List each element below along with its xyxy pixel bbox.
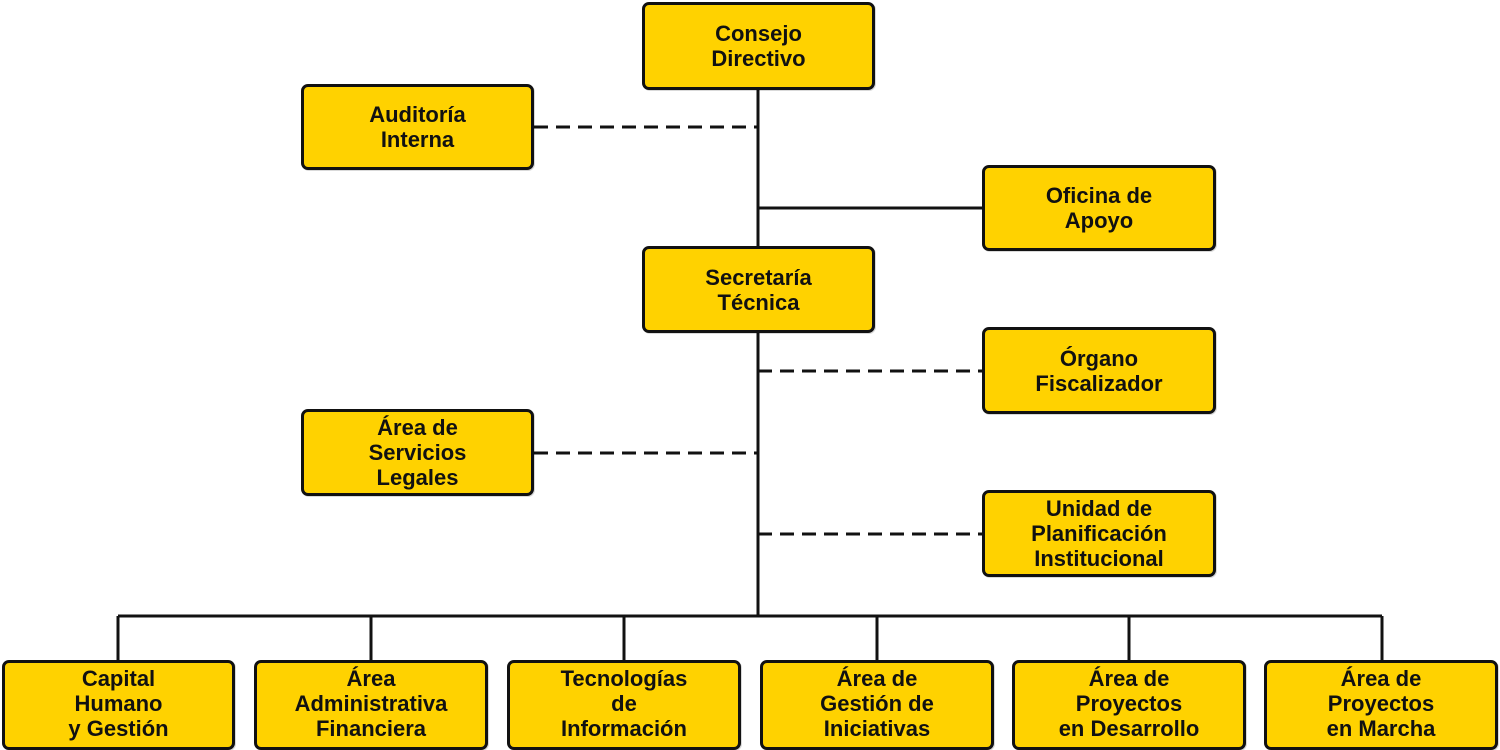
box-proyectos-desarrollo: Área de Proyectos en Desarrollo [1012, 660, 1246, 750]
box-label: Oficina de Apoyo [1045, 183, 1153, 233]
box-label: Consejo Directivo [711, 21, 806, 71]
box-label: Área de Proyectos en Marcha [1326, 666, 1436, 741]
box-label: Unidad de Planificación Institucional [1031, 496, 1167, 571]
box-capital-humano: Capital Humano y Gestión [2, 660, 235, 750]
box-label: Área de Proyectos en Desarrollo [1058, 666, 1200, 741]
box-consejo-directivo: Consejo Directivo [642, 2, 875, 90]
box-label: Secretaría Técnica [705, 264, 812, 315]
box-label: Auditoría Interna [369, 102, 466, 152]
box-area-administrativa: Área Administrativa Financiera [254, 660, 488, 750]
box-auditoria-interna: Auditoría Interna [301, 84, 534, 170]
box-area-servicios-legales: Área de Servicios Legales [301, 409, 534, 496]
box-label: Tecnologías de Información [560, 666, 688, 741]
box-gestion-iniciativas: Área de Gestión de Iniciativas [760, 660, 994, 750]
box-unidad-planificacion: Unidad de Planificación Institucional [982, 490, 1216, 577]
box-label: Área de Servicios Legales [368, 415, 467, 490]
box-label: Órgano Fiscalizador [1035, 345, 1163, 396]
box-organo-fiscalizador: Órgano Fiscalizador [982, 327, 1216, 414]
box-oficina-de-apoyo: Oficina de Apoyo [982, 165, 1216, 251]
box-label: Área de Gestión de Iniciativas [820, 666, 934, 741]
box-secretaria-tecnica: Secretaría Técnica [642, 246, 875, 333]
box-label: Capital Humano y Gestión [68, 666, 169, 741]
box-tecnologias-informacion: Tecnologías de Información [507, 660, 741, 750]
box-proyectos-marcha: Área de Proyectos en Marcha [1264, 660, 1498, 750]
box-label: Área Administrativa Financiera [294, 666, 448, 741]
